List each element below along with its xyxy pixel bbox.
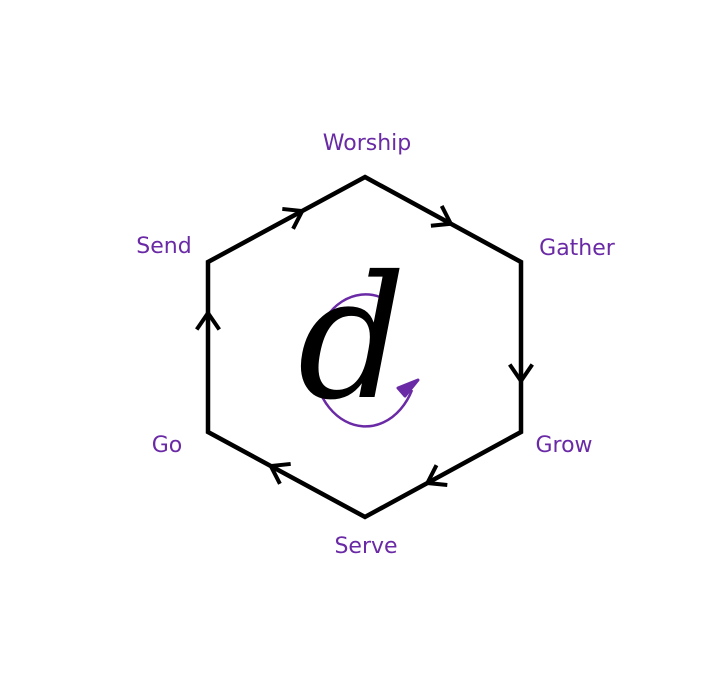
direction-arrow-icon [195,309,221,331]
direction-arrow-icon [508,363,534,385]
hexagon [205,174,524,520]
circular-arrow [312,293,414,428]
circular-arrow-head [396,378,420,398]
direction-arrow-icon [282,206,306,230]
label-grow: Grow [535,433,592,458]
center-letter: d [298,240,407,438]
label-go: Go [152,433,183,458]
direction-arrow-icon [267,461,291,485]
direction-arrow-icon [424,464,448,488]
direction-arrow-icon [430,205,454,228]
label-send: Send [136,234,191,259]
label-gather: Gather [539,236,616,261]
label-worship: Worship [323,131,411,156]
label-serve: Serve [334,534,397,559]
